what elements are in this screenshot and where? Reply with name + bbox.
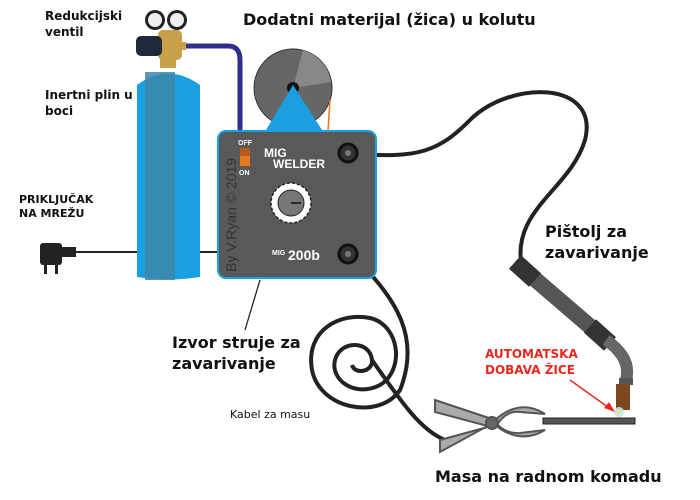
torch-label-2: zavarivanje bbox=[545, 242, 649, 262]
wire-feed-label-1: AUTOMATSKA bbox=[485, 347, 578, 361]
cylinder-label-1: Inertni plin u bbox=[45, 88, 133, 102]
welding-torch bbox=[508, 255, 633, 417]
power-source-label: Izvor struje za zavarivanje bbox=[172, 333, 301, 375]
current-knob[interactable] bbox=[270, 182, 312, 224]
ground-cable bbox=[309, 251, 446, 442]
workpiece bbox=[542, 417, 636, 425]
wire-feed-label: AUTOMATSKA DOBAVA ŽICE bbox=[485, 347, 578, 378]
ground-clamp bbox=[434, 398, 546, 454]
regulator-label: Redukcijski ventil bbox=[45, 9, 122, 40]
switch-on-label: ON bbox=[239, 170, 250, 177]
regulator-label-1: Redukcijski bbox=[45, 9, 123, 23]
mains-plug-label-2: NA MREŽU bbox=[19, 207, 85, 221]
welder-unit: OFF ON MIG WELDER MIG 200b By V.Ryan © 2… bbox=[217, 130, 377, 279]
torch-label: Pištolj za zavarivanje bbox=[545, 222, 649, 264]
gas-cylinder bbox=[137, 72, 200, 280]
wire-spool bbox=[253, 48, 333, 131]
welder-title-2: WELDER bbox=[273, 157, 325, 171]
regulator-label-2: ventil bbox=[45, 24, 84, 39]
model-prefix: MIG bbox=[272, 250, 286, 257]
cylinder-label: Inertni plin u boci bbox=[45, 88, 133, 119]
credit-text: By V.Ryan © 2019 bbox=[223, 158, 239, 272]
ground-clamp-label: Masa na radnom komadu bbox=[435, 467, 662, 486]
power-source-label-2: zavarivanje bbox=[172, 353, 276, 373]
wire-feed-label-2: DOBAVA ŽICE bbox=[485, 362, 575, 377]
switch-off-label: OFF bbox=[238, 140, 253, 147]
model-name: 200b bbox=[288, 247, 320, 263]
mains-plug-label: PRIKLJUČAK NA MREŽU bbox=[19, 193, 93, 222]
mains-plug-icon bbox=[40, 243, 76, 274]
pressure-regulator bbox=[136, 10, 187, 68]
gas-hose bbox=[183, 43, 243, 132]
mains-plug-label-1: PRIKLJUČAK bbox=[19, 193, 94, 206]
torch-cable bbox=[349, 90, 589, 269]
power-switch[interactable] bbox=[240, 156, 250, 166]
welder-title-1: MIG bbox=[264, 146, 287, 160]
wire-spool-label: Dodatni materijal (žica) u kolutu bbox=[243, 10, 536, 29]
torch-label-1: Pištolj za bbox=[545, 222, 628, 241]
cylinder-label-2: boci bbox=[45, 103, 74, 118]
wire-feed-arrow bbox=[569, 379, 615, 412]
ground-cable-label: Kabel za masu bbox=[230, 408, 311, 421]
power-source-label-1: Izvor struje za bbox=[172, 333, 301, 352]
